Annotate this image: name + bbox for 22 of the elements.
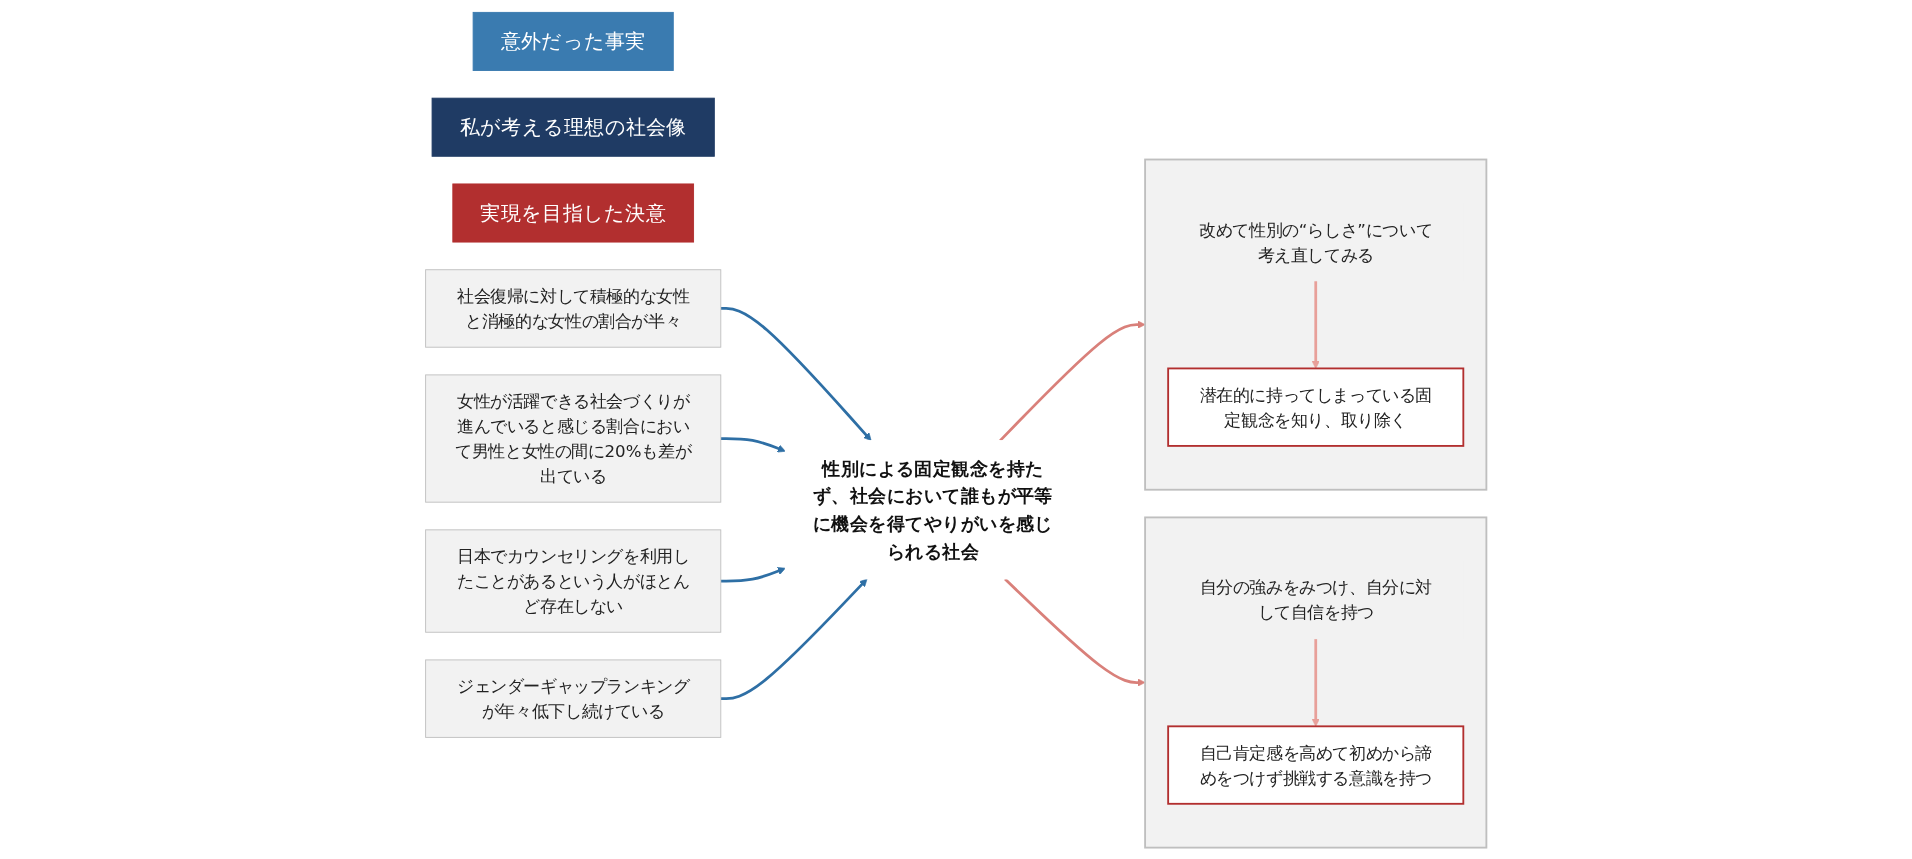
cluster	[1144, 158, 1488, 491]
arrow	[1311, 280, 1320, 369]
arrow	[999, 320, 1146, 442]
node-box: 私が考える理想の社会像	[431, 97, 715, 157]
node-box: 日本でカウンセリングを利用したことがあるという人がほとんど存在しない	[425, 528, 722, 633]
cluster	[1144, 516, 1488, 849]
node-box: 女性が活躍できる社会づくりが進んでいると感じる割合において男性と女性の間に20%も差が出ている	[425, 373, 722, 503]
node-box: 意外だった事実	[472, 11, 674, 71]
node-box: 潜在的に持ってしまっている固定観念を知り、取り除く	[1167, 367, 1465, 447]
arrow	[720, 566, 786, 582]
node-text: 性別による固定観念を持たず、社会において誰もが平等に機会を得てやりがいを感じられる社会	[813, 456, 1053, 562]
node-box: 社会復帰に対して積極的な女性と消極的な女性の割合が半々	[425, 268, 722, 348]
arrow	[720, 578, 868, 700]
arrow	[720, 306, 872, 441]
arrow	[1311, 638, 1320, 727]
arrow	[1004, 577, 1146, 687]
node-text: 自分の強みをみつけ、自分に対して自信を持つ	[1199, 577, 1432, 622]
node-text: 改めて性別の“らしさ”について考え直してみる	[1199, 219, 1433, 264]
node-box: 実現を目指した決意	[452, 183, 695, 242]
node-box: ジェンダーギャップランキングが年々低下し続けている	[425, 658, 722, 738]
node-box: 自己肯定感を高めて初めから諦めをつけず挑戦する意識を持つ	[1167, 724, 1465, 805]
arrow	[720, 436, 786, 452]
